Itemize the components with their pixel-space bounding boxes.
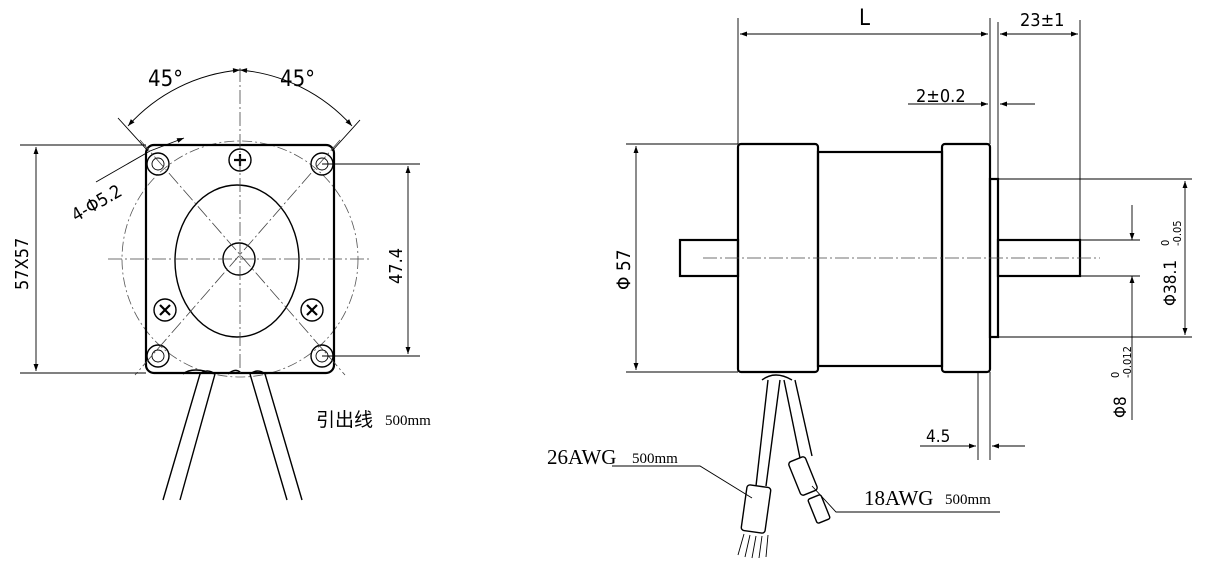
pilot-boss xyxy=(174,184,300,338)
length-dim: L xyxy=(859,6,870,31)
wire-b-length: 500mm xyxy=(945,492,991,508)
hole-callout: 4-Φ5.2 xyxy=(68,181,126,227)
shaft-tolerance-upper: 0 xyxy=(1109,372,1122,378)
hole-pitch-dim: 47.4 xyxy=(386,248,407,284)
front-view: 45° 45° 4-Φ5.2 57X57 47.4 引出线 500mm xyxy=(12,67,431,501)
wire-a-length: 500mm xyxy=(632,451,678,467)
lead-wire-length: 500mm xyxy=(385,413,431,429)
lead-wire-label: 引出线 xyxy=(316,409,373,431)
pilot-diameter-dim: Φ38.1 xyxy=(1161,260,1181,306)
pilot-tolerance-upper: 0 xyxy=(1159,240,1172,246)
boss-height-dim: 2±0.2 xyxy=(916,86,966,107)
lead-wires-front xyxy=(162,369,303,501)
angle-right-label: 45° xyxy=(280,67,315,92)
outline-dim: 57X57 xyxy=(12,238,33,290)
angle-left-label: 45° xyxy=(148,67,183,92)
side-view: L 23±1 2±0.2 Φ 57 Φ38.1 0 -0.05 Φ8 0 -0.… xyxy=(547,6,1192,559)
wire-a-gauge: 26AWG xyxy=(547,445,616,469)
body-diameter-dim: Φ 57 xyxy=(613,249,635,290)
flange-thickness-dim: 4.5 xyxy=(926,427,950,447)
angle-arc-left xyxy=(127,68,241,127)
angle-arc-right xyxy=(239,68,353,127)
lead-wires-side xyxy=(737,374,831,559)
screw-heads xyxy=(153,148,324,322)
stator-body xyxy=(816,150,944,368)
wire-b-gauge: 18AWG xyxy=(864,486,933,510)
shaft-length-dim: 23±1 xyxy=(1020,10,1064,31)
pilot-tolerance-lower: -0.05 xyxy=(1171,220,1184,246)
shaft-diameter-dim: Φ8 xyxy=(1111,396,1131,418)
shaft-tolerance-lower: -0.012 xyxy=(1121,346,1134,378)
